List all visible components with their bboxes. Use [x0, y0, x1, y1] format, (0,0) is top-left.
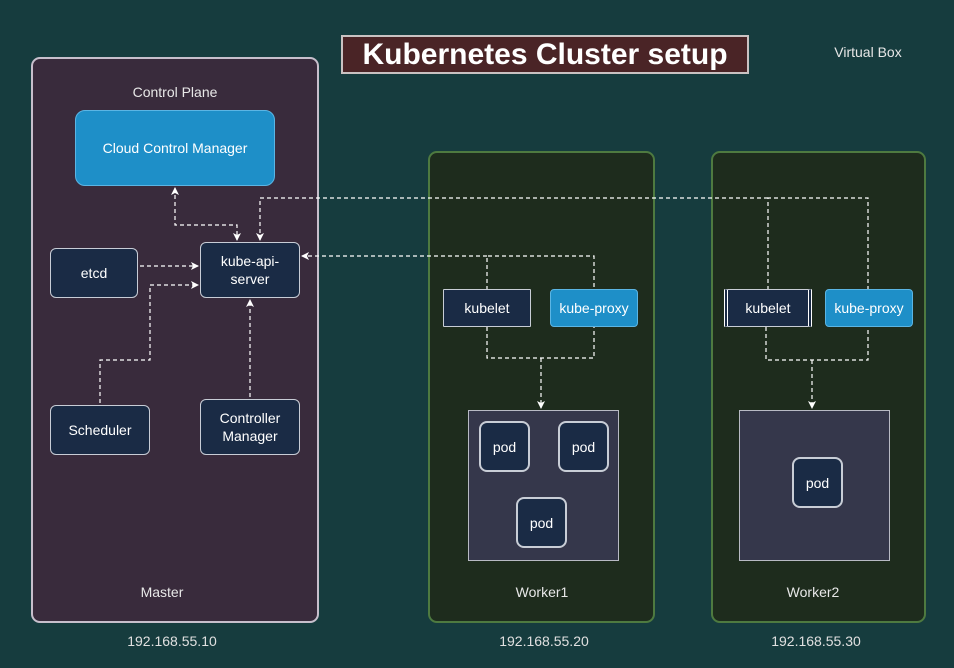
worker2-label: Worker2 [786, 584, 840, 600]
worker1-kubelet-node[interactable]: kubelet [443, 289, 531, 327]
worker1-pod[interactable]: pod [516, 497, 567, 548]
diagram-title: Kubernetes Cluster setup [341, 35, 749, 74]
worker2-ip: 192.168.55.30 [771, 633, 861, 649]
kube-api-server-node[interactable]: kube-api- server [200, 242, 300, 298]
edge-worker1-pods [486, 327, 595, 408]
control-plane-label: Control Plane [132, 84, 218, 100]
master-ip: 192.168.55.10 [127, 633, 217, 649]
edge-worker2-api-arrow [256, 197, 768, 241]
edge-worker1-api [486, 255, 595, 290]
edge-worker2-pods [765, 327, 869, 408]
edge-scheduler-api [99, 281, 199, 403]
worker2-pod[interactable]: pod [792, 457, 843, 508]
worker1-kube-proxy-node[interactable]: kube-proxy [550, 289, 638, 327]
etcd-node[interactable]: etcd [50, 248, 138, 298]
edge-ccm-api [171, 187, 241, 241]
master-label: Master [140, 584, 184, 600]
environment-label: Virtual Box [834, 44, 902, 60]
worker1-label: Worker1 [515, 584, 569, 600]
cloud-control-manager-node[interactable]: Cloud Control Manager [75, 110, 275, 186]
edge-worker2-api [767, 197, 869, 290]
scheduler-node[interactable]: Scheduler [50, 405, 150, 455]
worker2-kubelet-node[interactable]: kubelet [724, 289, 812, 327]
worker2-kube-proxy-node[interactable]: kube-proxy [825, 289, 913, 327]
controller-manager-node[interactable]: Controller Manager [200, 399, 300, 455]
worker1-pod[interactable]: pod [479, 421, 530, 472]
worker1-ip: 192.168.55.20 [499, 633, 589, 649]
worker1-pod[interactable]: pod [558, 421, 609, 472]
